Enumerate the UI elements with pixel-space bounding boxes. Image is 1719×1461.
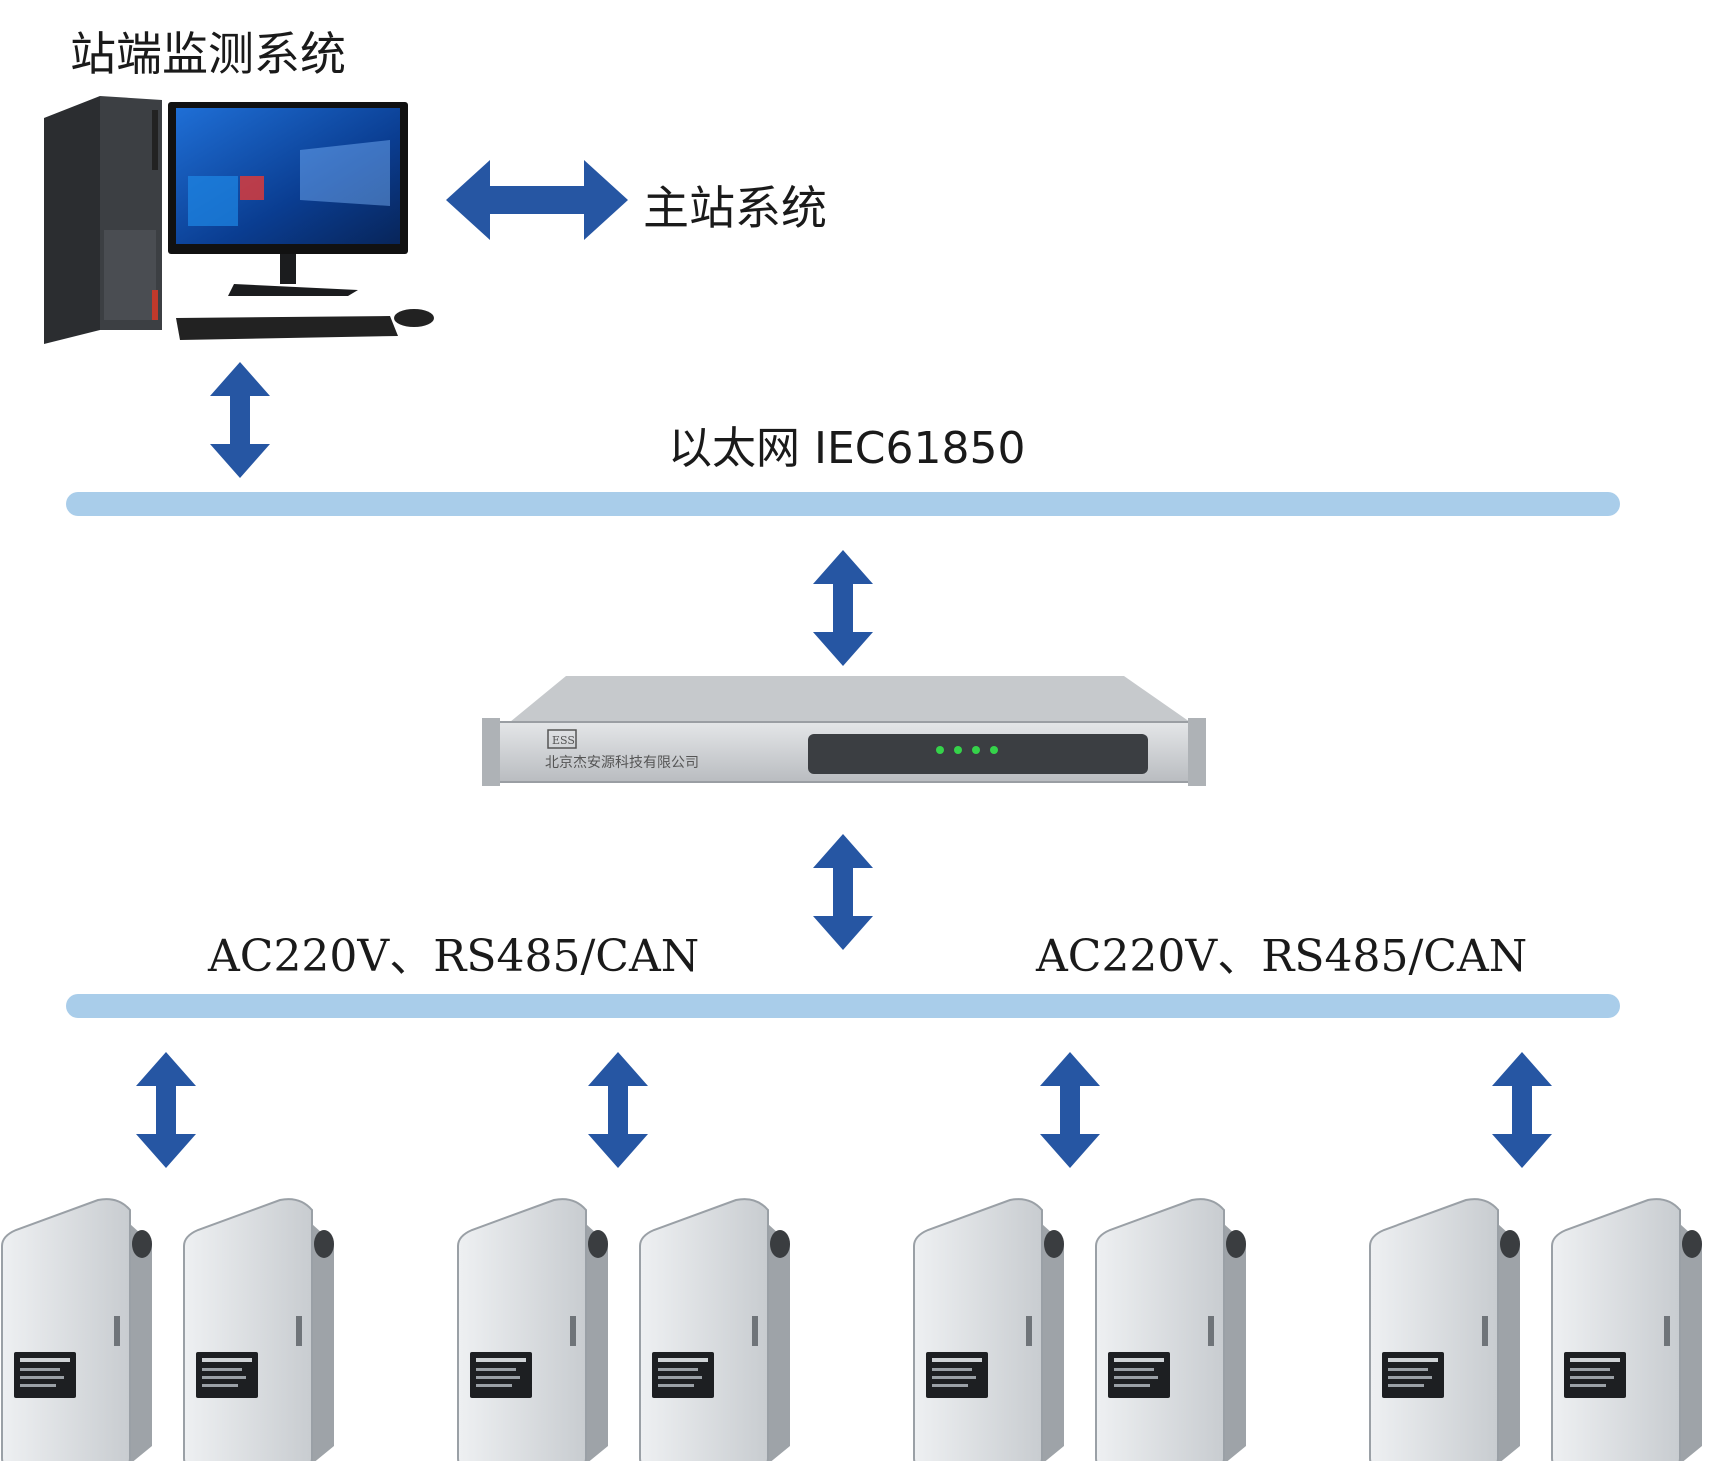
vertical-arrow-icon: [813, 550, 873, 666]
ethernet-bus-line: [66, 492, 1620, 516]
sensor-device: [1, 1198, 153, 1461]
master-station-label: 主站系统: [643, 181, 827, 235]
vertical-arrow-icon: [1040, 1052, 1100, 1168]
diagram-title: 站端监测系统: [70, 27, 346, 81]
double-arrow-icon: [446, 160, 628, 240]
sensor-device: [639, 1198, 791, 1461]
vertical-arrow-icon: [136, 1052, 196, 1168]
ethernet-label: 以太网 IEC61850: [668, 423, 1026, 474]
sensor-device: [1369, 1198, 1521, 1461]
sensor-device: [913, 1198, 1065, 1461]
gateway-brand-text: 北京杰安源科技有限公司: [545, 755, 699, 771]
vertical-arrow-icon: [210, 362, 270, 478]
field-bus-line: [66, 994, 1620, 1018]
sensor-device: [183, 1198, 335, 1461]
gateway-device: ESS: [482, 676, 1206, 786]
workstation-computer: [44, 96, 434, 344]
field-bus-label-left: AC220V、RS485/CAN: [208, 931, 700, 982]
gateway-logo: ESS: [552, 734, 575, 747]
vertical-arrow-icon: [588, 1052, 648, 1168]
sensor-device: [1095, 1198, 1247, 1461]
field-bus-label-right: AC220V、RS485/CAN: [1036, 931, 1528, 982]
sensor-device: [457, 1198, 609, 1461]
sensor-device: [1551, 1198, 1703, 1461]
vertical-arrow-icon: [1492, 1052, 1552, 1168]
vertical-arrow-icon: [813, 834, 873, 950]
